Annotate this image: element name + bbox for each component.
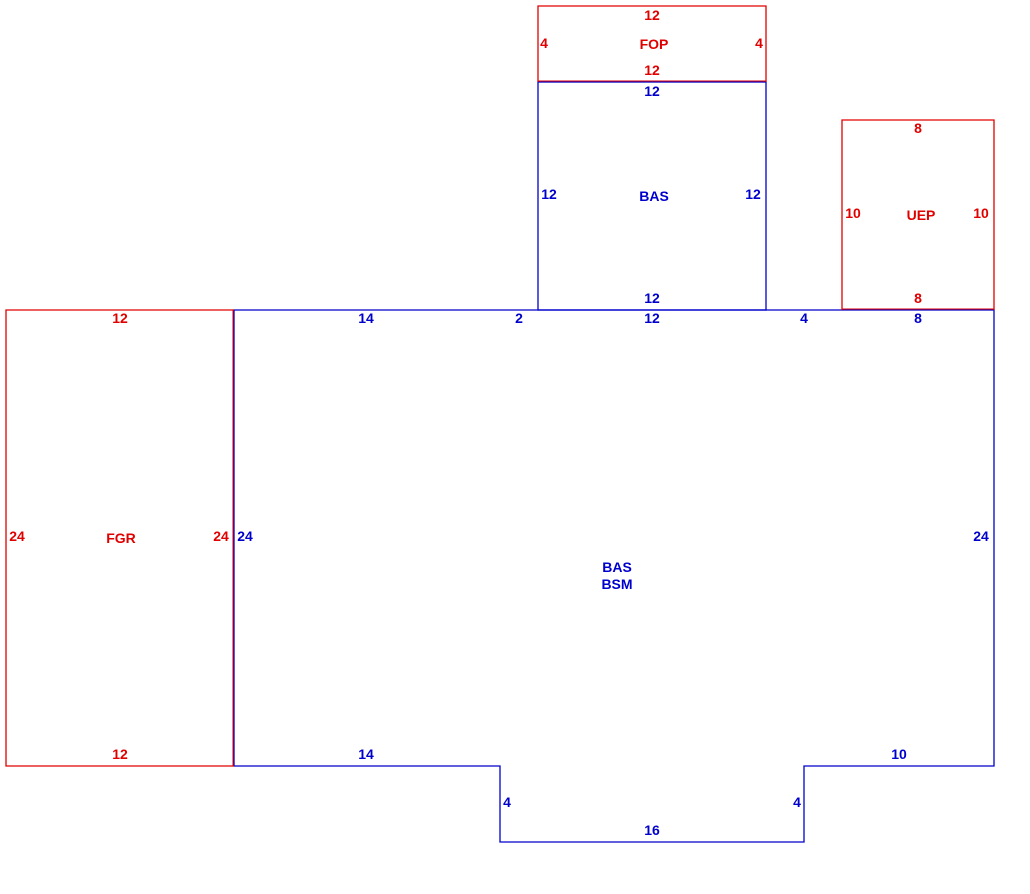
bas-upper-outline [537, 81, 767, 311]
uep-dim-bottom: 8 [914, 290, 922, 306]
bas-main-dim-bottom-left: 14 [358, 746, 374, 762]
fop-dim-left: 4 [540, 35, 548, 51]
fgr-dim-top: 12 [112, 310, 128, 326]
bas-main-dim-top-seg3: 12 [644, 310, 660, 326]
bas-main-dim-bump-right: 4 [793, 794, 801, 810]
uep-dim-right: 10 [973, 205, 989, 221]
bas-upper-dim-right: 12 [745, 186, 761, 202]
bas-main-outline [233, 309, 995, 843]
fgr-dim-bottom: 12 [112, 746, 128, 762]
bas-main-dim-top-seg5: 8 [914, 310, 922, 326]
fgr-dim-left: 24 [9, 528, 25, 544]
bas-main-dim-bump-bottom: 16 [644, 822, 660, 838]
bas-main-dim-left: 24 [237, 528, 253, 544]
fop-dim-right: 4 [755, 35, 763, 51]
fop-label: FOP [640, 36, 669, 52]
fgr-label: FGR [106, 530, 136, 546]
bas-main-dim-bottom-right: 10 [891, 746, 907, 762]
uep-dim-left: 10 [845, 205, 861, 221]
bas-main-dim-top-seg1: 14 [358, 310, 374, 326]
bas-main-dim-top-seg2: 2 [515, 310, 523, 326]
fop-dim-top: 12 [644, 7, 660, 23]
bas-main-dim-bump-left: 4 [503, 794, 511, 810]
fop-dim-bottom: 12 [644, 62, 660, 78]
bas-upper-dim-left: 12 [541, 186, 557, 202]
fgr-outline [5, 309, 234, 767]
bas-main-label-line1: BAS [602, 559, 632, 575]
uep-dim-top: 8 [914, 120, 922, 136]
uep-outline [841, 119, 995, 310]
bas-main-dim-top-seg4: 4 [800, 310, 808, 326]
uep-label: UEP [907, 207, 936, 223]
bas-main-dim-right: 24 [973, 528, 989, 544]
bas-upper-label: BAS [639, 188, 669, 204]
fop-outline [537, 5, 767, 82]
fgr-dim-right: 24 [213, 528, 229, 544]
bas-main-label-line2: BSM [601, 576, 632, 592]
bas-upper-dim-bottom: 12 [644, 290, 660, 306]
bas-upper-dim-top: 12 [644, 83, 660, 99]
